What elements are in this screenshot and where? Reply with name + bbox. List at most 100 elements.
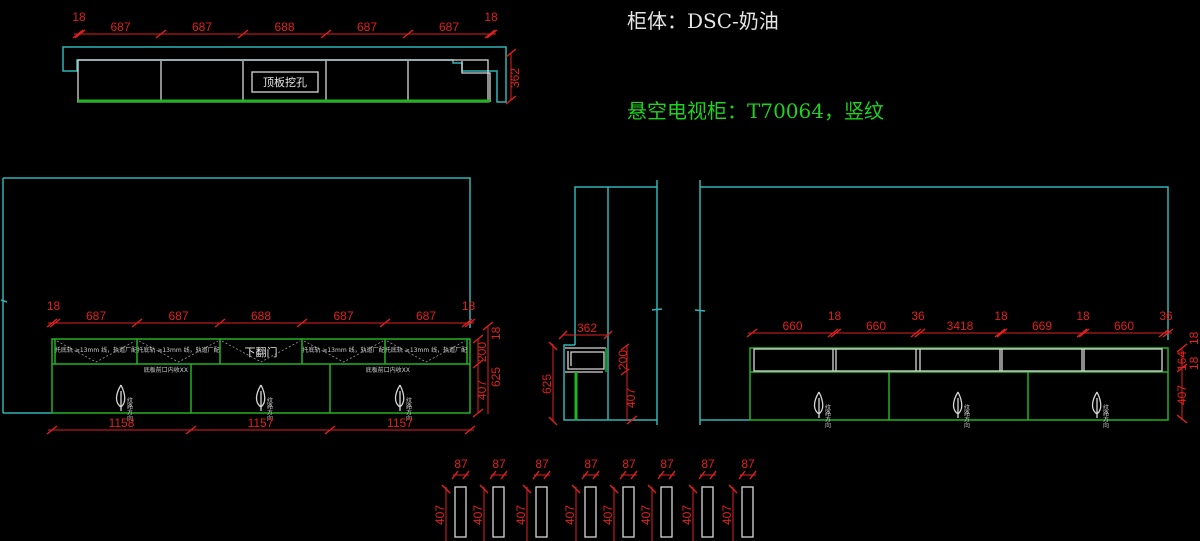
side-view-depth-label: 362: [577, 321, 597, 335]
strip-height-label: 407: [563, 505, 577, 525]
dim-label: 688: [251, 309, 271, 323]
dim-tick: [709, 470, 717, 480]
dim-tick: [647, 484, 657, 494]
dim-tick: [728, 484, 738, 494]
dim-tick: [1158, 328, 1170, 338]
dim-tick: [320, 29, 332, 39]
dim-tick: [461, 318, 473, 328]
dim-label: 1158: [109, 416, 135, 430]
dim-tick: [910, 328, 922, 338]
front-view-dim-625: 625: [489, 367, 503, 387]
wood-grain-icon: [952, 391, 963, 418]
strip-outline: [660, 486, 673, 538]
dim-tick: [296, 318, 308, 328]
strip-width-label: 87: [584, 457, 598, 471]
drawer-open-mark: [138, 340, 219, 363]
door-note: 底板前口内收XX: [366, 366, 410, 374]
right-view-drawer-boxes: [753, 348, 1163, 372]
dim-tick: [472, 359, 484, 369]
dim-label: 18: [994, 309, 1008, 323]
side-view-dim-407: 407: [624, 388, 638, 408]
right-view-cabinet: [749, 347, 1169, 421]
dim-tick: [994, 328, 1006, 338]
dim-label: 687: [439, 20, 459, 34]
wall-break-mark: [651, 308, 663, 311]
dim-tick: [1176, 414, 1188, 424]
dim-label: 687: [357, 20, 377, 34]
side-view: 362 625 200 407: [540, 180, 706, 426]
dim-tick: [214, 318, 226, 328]
wood-grain-icon: [394, 384, 405, 411]
strip-height-label: 407: [471, 505, 485, 525]
dim-label: 660: [866, 319, 886, 333]
dim-tick: [522, 484, 532, 494]
wood-grain-icon: [1091, 391, 1102, 418]
dim-tick: [548, 341, 558, 351]
wood-grain-icon: [813, 391, 824, 418]
dim-tick: [749, 470, 757, 480]
side-view-wall-outline: [563, 180, 701, 425]
dim-tick: [505, 95, 517, 105]
dim-tick: [543, 470, 551, 480]
drawer-box-frame: [753, 348, 1163, 372]
dim-tick: [609, 484, 619, 494]
dim-tick: [1176, 343, 1188, 353]
drawer-open-mark: [221, 340, 301, 363]
dim-tick: [482, 321, 494, 331]
dim-tick: [746, 328, 758, 338]
strip-width-label: 87: [535, 457, 549, 471]
dim-tick: [379, 318, 391, 328]
strip-height-label: 407: [639, 505, 653, 525]
dim-label: 1157: [387, 416, 413, 430]
dim-tick: [620, 343, 630, 351]
dim-label: 687: [86, 309, 106, 323]
dim-tick: [1078, 328, 1090, 338]
dim-tick: [688, 484, 698, 494]
dim-tick: [996, 328, 1008, 338]
strip-height-label: 407: [680, 505, 694, 525]
dim-tick: [74, 29, 86, 39]
door-note: 底板前口内收XX: [144, 366, 188, 374]
strip-outline: [492, 486, 505, 538]
dim-label: 687: [192, 20, 212, 34]
wall-break-mark: [0, 299, 8, 303]
strip-outline: [622, 486, 635, 538]
door-strip: 87 407: [639, 457, 676, 541]
strip-outline: [701, 486, 714, 538]
drawer-open-mark: [386, 340, 466, 363]
front-view-dim-407: 407: [475, 380, 489, 400]
grain-direction-note: 纹路方向: [266, 396, 273, 421]
top-view-wall-outline: [62, 46, 507, 103]
dim-label: 18: [484, 10, 498, 24]
dim-label: 36: [1159, 309, 1173, 323]
front-view-cabinet: [51, 338, 471, 414]
drawer-note: 托底轨 ≥13mm 线，轨道厂配: [385, 346, 467, 354]
dim-tick: [489, 470, 497, 480]
strip-outline: [741, 486, 754, 538]
dim-tick: [486, 29, 498, 39]
floating-tv-cabinet-title: 悬空电视柜：T70064，竖纹: [627, 99, 884, 123]
right-view-dim-407: 407: [1175, 385, 1189, 405]
dim-tick: [603, 330, 613, 340]
dim-tick: [657, 470, 665, 480]
dim-tick: [505, 48, 517, 58]
dim-tick: [532, 470, 540, 480]
strip-width-label: 87: [741, 457, 755, 471]
door-grain-symbols: 纹路方向纹路方向纹路方向: [813, 391, 1109, 428]
grain-direction-note: 纹路方向: [824, 403, 831, 428]
wood-grain-icon: [115, 384, 126, 411]
strip-width-label: 87: [660, 457, 674, 471]
dim-tick: [738, 470, 746, 480]
right-view-wall-outline: [700, 186, 1169, 340]
dim-tick: [592, 470, 600, 480]
dim-tick: [402, 29, 414, 39]
dim-label: 18: [462, 299, 476, 313]
dim-tick: [558, 330, 568, 340]
dim-label: 660: [782, 319, 802, 333]
right-front-view: 纹路方向纹路方向纹路方向 66018660363418186691866036 …: [700, 186, 1200, 428]
